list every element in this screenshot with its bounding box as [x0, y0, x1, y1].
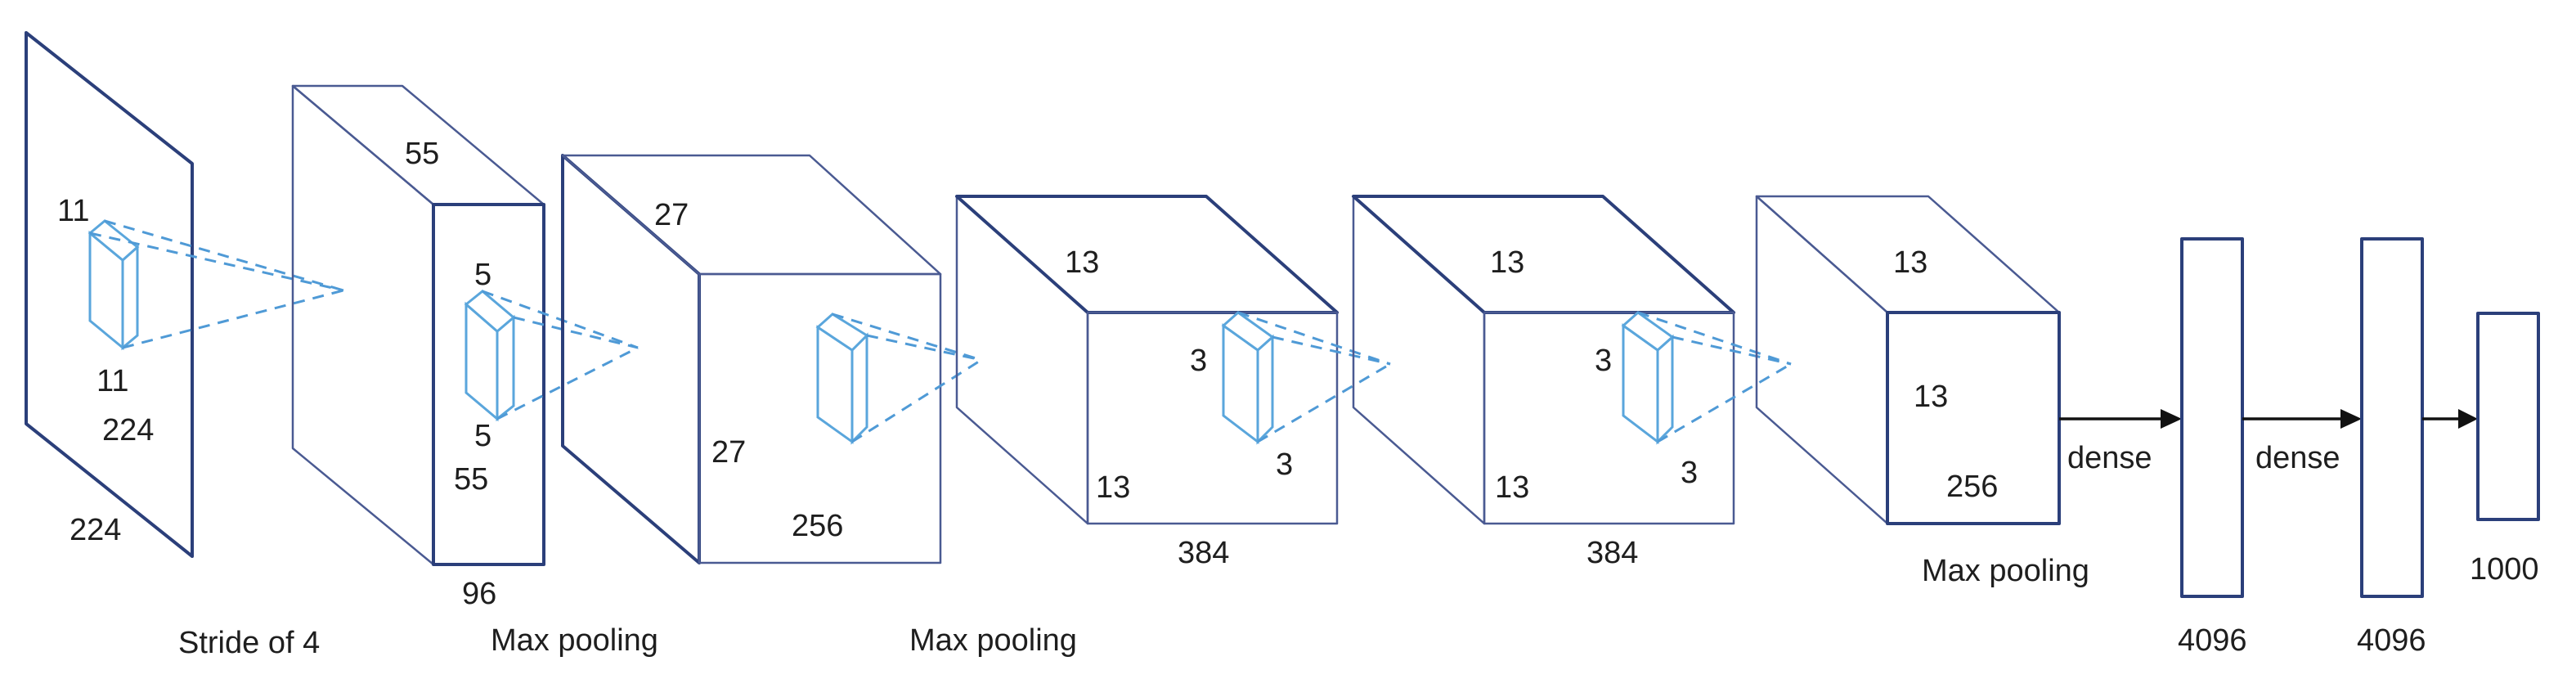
max-pooling-caption-1: Max pooling — [491, 623, 658, 658]
conv3-channels-label: 384 — [1178, 536, 1229, 570]
conv2-height-label: 27 — [711, 435, 746, 470]
conv5-depth-label: 13 — [1893, 245, 1928, 280]
conv1-kernel-size-top: 5 — [474, 258, 491, 292]
dense-connection-1: dense — [2059, 409, 2182, 475]
max-pooling-caption-2: Max pooling — [909, 623, 1077, 658]
conv3-kernel-size-bottom: 3 — [1276, 447, 1293, 482]
output-size-label: 1000 — [2470, 552, 2539, 587]
conv1-channels-label: 96 — [462, 577, 496, 611]
conv3-kernel-size-right: 3 — [1190, 344, 1207, 378]
max-pooling-caption-3: Max pooling — [1922, 554, 2089, 588]
dense-label-1: dense — [2067, 441, 2152, 475]
conv3-height-label: 13 — [1096, 470, 1130, 505]
conv1-kernel-size-bottom: 5 — [474, 419, 491, 453]
conv5-height-label: 13 — [1914, 380, 1948, 414]
conv4-channels-label: 384 — [1586, 536, 1638, 570]
fc2-layer: 4096 — [2357, 237, 2426, 658]
conv3-depth-label: 13 — [1065, 245, 1099, 280]
conv1-receptive-field — [482, 290, 639, 420]
conv2-depth-label: 27 — [654, 198, 689, 232]
conv4-depth-label: 13 — [1490, 245, 1524, 280]
conv4-receptive-field — [1637, 311, 1792, 443]
fc1-layer: 4096 — [2178, 237, 2247, 658]
conv2-receptive-field — [832, 313, 982, 443]
conv5-channels-label: 256 — [1946, 470, 1998, 504]
conv2-layer: 27 27 256 — [561, 154, 982, 564]
input-width-label: 224 — [70, 513, 121, 547]
conv4-height-label: 13 — [1495, 470, 1529, 505]
conv4-kernel-size-bottom: 3 — [1681, 456, 1698, 490]
conv2-kernel-cube — [815, 313, 869, 445]
conv3-layer: 13 3 3 13 384 — [955, 195, 1391, 570]
conv2-channels-label: 256 — [792, 509, 843, 543]
dense-label-2: dense — [2255, 441, 2340, 475]
conv3-receptive-field — [1237, 311, 1391, 443]
conv3-kernel-cube — [1221, 311, 1275, 445]
conv1-layer: 55 5 5 55 96 — [291, 84, 639, 611]
input-receptive-field — [89, 219, 344, 349]
conv5-layer: 13 13 256 — [1755, 195, 2061, 525]
fc2-size-label: 4096 — [2357, 623, 2426, 658]
input-kernel-size-bottom: 11 — [96, 364, 128, 398]
conv1-height-label: 55 — [454, 462, 488, 497]
stride-caption: Stride of 4 — [178, 626, 320, 660]
conv1-kernel-cube — [464, 290, 516, 422]
conv4-kernel-cube — [1621, 311, 1675, 445]
conv4-layer: 13 3 3 13 384 — [1352, 195, 1792, 570]
conv4-kernel-size-right: 3 — [1595, 344, 1612, 378]
fc1-size-label: 4096 — [2178, 623, 2247, 658]
input-height-label: 224 — [102, 413, 154, 447]
input-kernel-cube — [88, 219, 140, 351]
dense-connection-2: dense — [2242, 409, 2362, 475]
output-layer: 1000 — [2470, 312, 2540, 587]
conv1-depth-label: 55 — [405, 137, 439, 171]
input-layer: 11 11 224 224 — [25, 31, 344, 558]
output-connection — [2422, 409, 2478, 429]
input-kernel-size-top: 11 — [57, 194, 89, 228]
